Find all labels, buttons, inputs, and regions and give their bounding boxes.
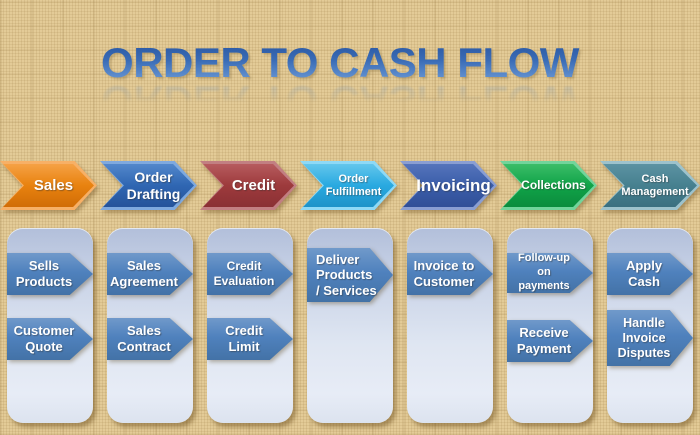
stage-chevron-order-fulfillment: Order Fulfillment (300, 161, 397, 210)
substep-customer-quote: Customer Quote (7, 318, 93, 360)
stage-chevron-cash-management: Cash Management (600, 161, 700, 210)
substep-label: Deliver Products / Services (316, 251, 377, 298)
panel-sales: Sells Products Customer Quote (7, 228, 93, 423)
substep-sales-agreement: Sales Agreement (107, 253, 193, 295)
panel-invoicing: Invoice to Customer (407, 228, 493, 423)
panel-order-fulfillment: Deliver Products / Services (307, 228, 393, 423)
panel-cash-management: Apply Cash Handle Invoice Disputes (607, 228, 693, 423)
substep-label: Apply Cash (625, 257, 663, 289)
stage-chevron-sales: Sales (0, 161, 97, 210)
substep-label: Sales Contract (117, 322, 171, 354)
substep-label: Follow-up on payments (518, 252, 570, 292)
substep-deliver-products-services: Deliver Products / Services (307, 248, 393, 302)
stage-label: Sales (33, 176, 74, 194)
substep-credit-evaluation: Credit Evaluation (207, 253, 293, 295)
substep-credit-limit: Credit Limit (207, 318, 293, 360)
stage-label: Order Fulfillment (325, 172, 382, 198)
substep-handle-invoice-disputes: Handle Invoice Disputes (607, 310, 693, 366)
substep-sales-contract: Sales Contract (107, 318, 193, 360)
stage-label: Cash Management (621, 172, 689, 198)
panel-order-drafting: Sales Agreement Sales Contract (107, 228, 193, 423)
stage-label: Invoicing (416, 175, 491, 195)
substep-label: Customer Quote (13, 322, 75, 354)
stage-label: Credit (231, 176, 276, 194)
stage-chevron-row: Sales Order Drafting Credit Order Fulfil… (0, 161, 700, 210)
title-block: ORDER TO CASH FLOW ORDER TO CASH FLOW (0, 40, 690, 125)
stage-chevron-invoicing: Invoicing (400, 161, 497, 210)
substep-receive-payment: Receive Payment (507, 320, 593, 362)
stage-chevron-credit: Credit (200, 161, 297, 210)
substep-label: Sells Products (15, 257, 73, 289)
substep-label: Credit Evaluation (213, 259, 275, 288)
panel-credit: Credit Evaluation Credit Limit (207, 228, 293, 423)
substep-apply-cash: Apply Cash (607, 253, 693, 295)
panel-collections: Follow-up on payments Receive Payment (507, 228, 593, 423)
substep-label: Handle Invoice Disputes (617, 315, 671, 360)
stage-label: Collections (521, 177, 586, 192)
substep-label: Receive Payment (516, 324, 572, 356)
substep-label: Sales Agreement (110, 257, 178, 289)
stage-chevron-order-drafting: Order Drafting (100, 161, 197, 210)
substep-label: Credit Limit (225, 322, 263, 354)
stage-label: Order Drafting (126, 169, 181, 202)
stage-chevron-collections: Collections (500, 161, 597, 210)
page-title: ORDER TO CASH FLOW (0, 40, 690, 86)
substep-sells-products: Sells Products (7, 253, 93, 295)
substep-invoice-to-customer: Invoice to Customer (407, 253, 493, 295)
substep-label: Invoice to Customer (413, 257, 475, 289)
substep-follow-up-on-payments: Follow-up on payments (507, 252, 593, 293)
page-title-reflection: ORDER TO CASH FLOW (0, 78, 690, 125)
